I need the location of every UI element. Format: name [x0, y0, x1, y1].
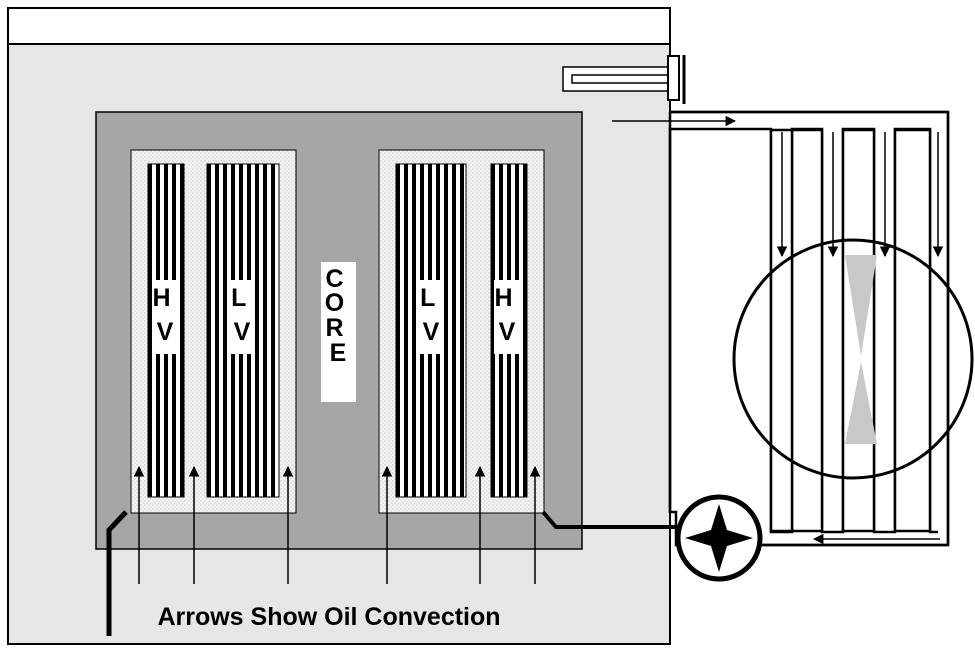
core-label: C O R E [321, 262, 356, 402]
svg-text:L V: L V [420, 284, 442, 346]
svg-text:H V: H V [152, 284, 177, 346]
left-hv-label: H V [152, 280, 178, 354]
right-lv-turn-2 [404, 164, 408, 497]
cooling-fan [732, 238, 974, 480]
core-letter-1: C [325, 265, 343, 293]
core-letter-4: E [330, 339, 347, 367]
radiator-inner-tube [769, 128, 794, 533]
right-hv-turn-1 [491, 164, 495, 497]
right-hv-letter-2: V [499, 318, 516, 346]
radiator-tube-3 [893, 128, 932, 533]
radiator-flow-arrows [612, 115, 944, 545]
fan-blade-top [845, 255, 877, 356]
left-lv-turn-7 [255, 164, 259, 497]
oil-return-pipe [106, 510, 128, 636]
core-letter-2: O [325, 289, 344, 317]
right-lv-turn-7 [444, 164, 448, 497]
right-lv-label: L V [418, 280, 444, 354]
oil-pump [675, 494, 763, 582]
pump-impeller-icon [685, 504, 753, 572]
tank-lid [7, 7, 671, 45]
left-lv-turn-8 [263, 164, 267, 497]
sensor-bracket [667, 55, 680, 101]
fan-ring [732, 238, 974, 480]
left-lv-letter-1: L [231, 284, 246, 312]
left-lv-letter-2: V [234, 318, 251, 346]
right-lv-letter-1: L [420, 284, 435, 312]
left-lv-turn-9 [271, 164, 275, 497]
left-hv-letter-1: H [152, 284, 170, 312]
core-letter-3: R [325, 314, 343, 342]
sensor-probe [571, 74, 673, 84]
right-lv-letter-2: V [423, 318, 440, 346]
svg-text:C O R E: C O R E [325, 265, 351, 367]
left-lv-turn-3 [223, 164, 227, 497]
radiator [668, 110, 950, 547]
right-lv-turn-3 [412, 164, 416, 497]
left-lv-turn-2 [215, 164, 219, 497]
oil-convection-arrows [133, 465, 541, 584]
temperature-sensor [562, 55, 686, 104]
right-hv-label: H V [494, 280, 520, 354]
svg-text:H V: H V [494, 284, 519, 346]
right-lv-turn-8 [452, 164, 456, 497]
right-hv-turn-5 [523, 164, 527, 497]
radiator-tube-1 [790, 128, 824, 533]
right-lv-turn-9 [460, 164, 464, 497]
caption: Arrows Show Oil Convection [157, 603, 500, 631]
right-lv-turn-1 [396, 164, 400, 497]
left-hv-turn-5 [180, 164, 184, 497]
left-lv-label: L V [229, 280, 255, 354]
left-hv-letter-2: V [157, 318, 174, 346]
outlet-pipe [541, 510, 676, 529]
left-lv-turn-1 [207, 164, 211, 497]
fan-blade-bottom [845, 362, 877, 444]
left-hv-turn-1 [148, 164, 152, 497]
svg-text:L V: L V [231, 284, 253, 346]
right-hv-letter-1: H [494, 284, 512, 312]
